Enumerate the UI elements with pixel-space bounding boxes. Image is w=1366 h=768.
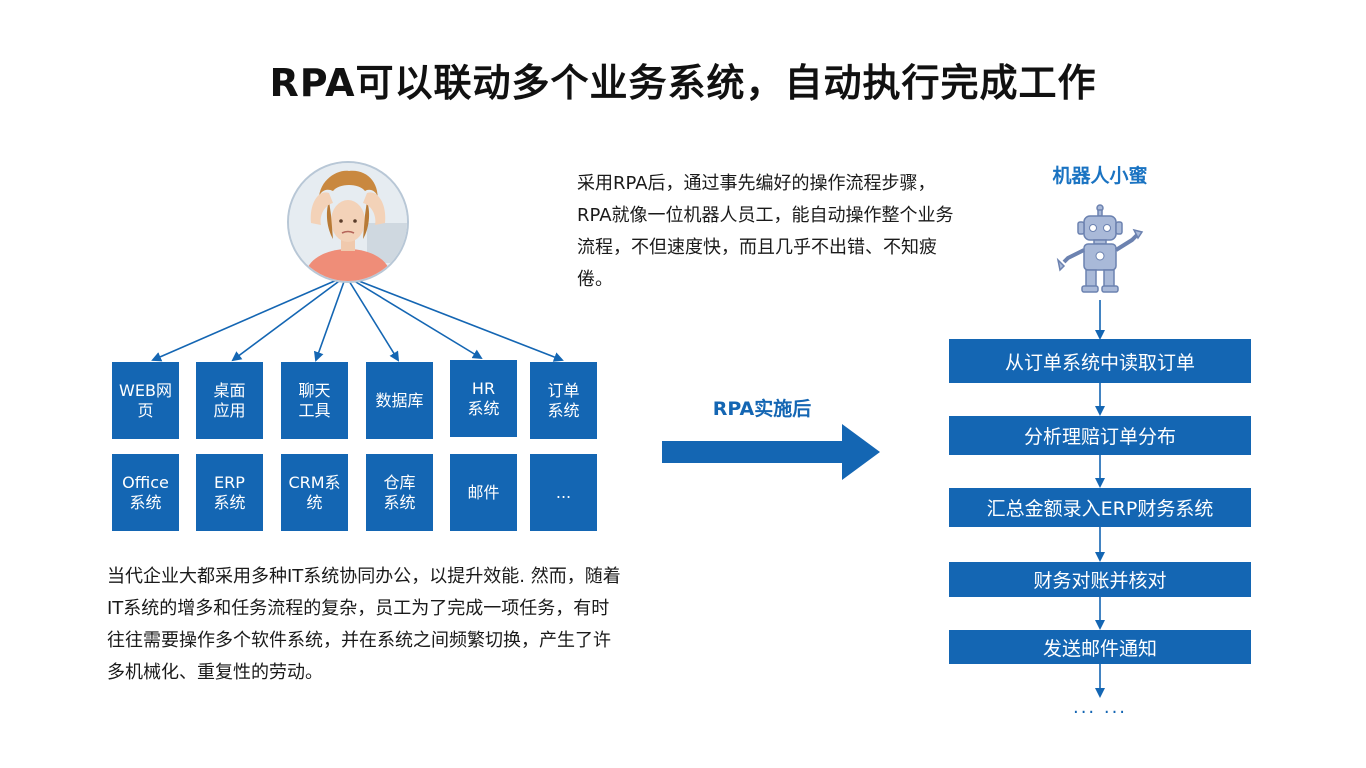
connector-line xyxy=(313,275,347,362)
system-box-erp: ERP 系统 xyxy=(196,454,263,531)
system-box-crm: CRM系 统 xyxy=(281,454,348,531)
system-box-hr: HR 系统 xyxy=(450,360,517,437)
after-rpa-text: 采用RPA后，通过事先编好的操作流程步骤，RPA就像一位机器人员工，能自动操作整… xyxy=(577,173,954,290)
system-box-database: 数据库 xyxy=(366,362,433,439)
connector-line xyxy=(345,275,483,360)
flow-step-send-mail: 发送邮件通知 xyxy=(949,630,1251,664)
flow-step-erp-entry: 汇总金额录入ERP财务系统 xyxy=(949,488,1251,527)
system-box-chat: 聊天 工具 xyxy=(281,362,348,439)
page-title: RPA可以联动多个业务系统，自动执行完成工作 xyxy=(269,61,1097,105)
connector-line xyxy=(151,275,347,362)
before-rpa-text: 当代企业大都采用多种IT系统协同办公，以提升效能. 然而，随着IT系统的增多和任… xyxy=(107,566,621,683)
system-box-warehouse: 仓库 系统 xyxy=(366,454,433,531)
system-box-office: Office 系统 xyxy=(112,454,179,531)
flow-step-analyze: 分析理赔订单分布 xyxy=(949,416,1251,455)
connector-line xyxy=(345,275,564,362)
flow-step-read-orders: 从订单系统中读取订单 xyxy=(949,339,1251,383)
system-box-web: WEB网 页 xyxy=(112,362,179,439)
flow-continuation: ... ... xyxy=(1072,697,1128,718)
system-box-mail: 邮件 xyxy=(450,454,517,531)
stressed-person-avatar xyxy=(287,161,409,283)
connector-line xyxy=(345,275,400,362)
rpa-arrow-label: RPA实施后 xyxy=(712,398,812,420)
system-box-desktop: 桌面 应用 xyxy=(196,362,263,439)
system-box-order: 订单 系统 xyxy=(530,362,597,439)
person-icon xyxy=(289,163,407,281)
system-box-more: ... xyxy=(530,454,597,531)
connector-line xyxy=(231,275,347,362)
right-arrow-icon xyxy=(662,424,880,480)
flow-step-reconcile: 财务对账并核对 xyxy=(949,562,1251,597)
robot-icon xyxy=(1056,204,1144,293)
robot-label: 机器人小蜜 xyxy=(1052,165,1148,187)
